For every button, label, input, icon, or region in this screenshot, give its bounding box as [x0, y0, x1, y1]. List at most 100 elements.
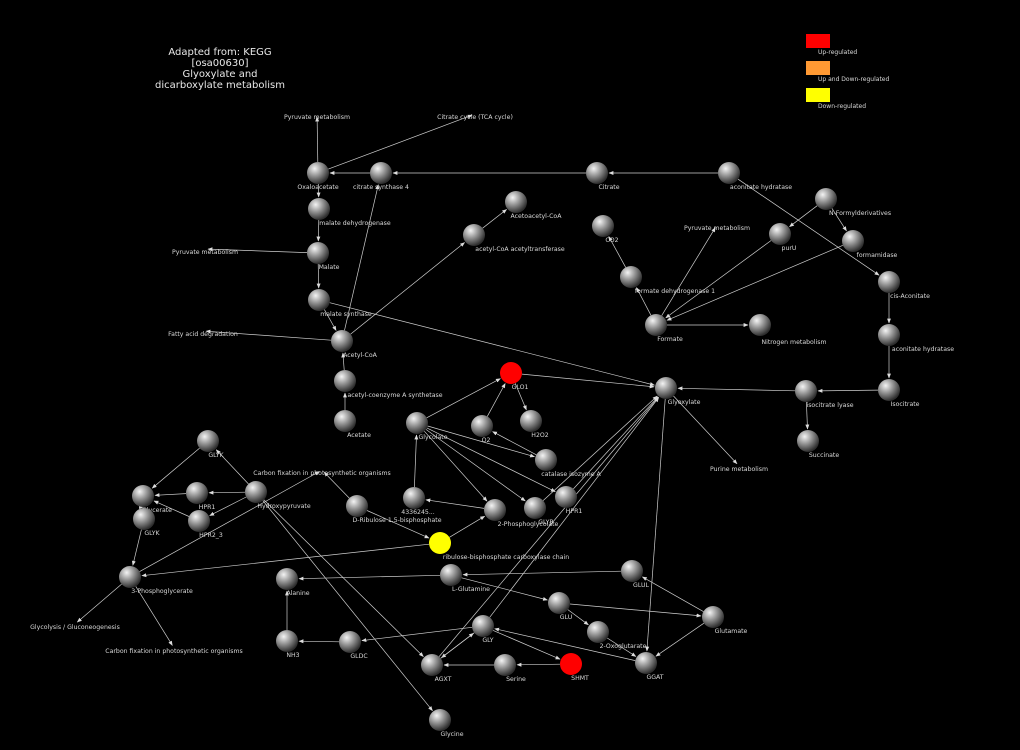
- node-sphere-malate_dehydrogenase[interactable]: [308, 198, 330, 220]
- node-sphere-glycerate[interactable]: [132, 485, 154, 507]
- node-sphere-acetyl_coa[interactable]: [331, 330, 353, 352]
- node-sphere-succinate[interactable]: [797, 430, 819, 452]
- node-sphere-glutamate[interactable]: [702, 606, 724, 628]
- node-sphere-glyk_top[interactable]: [197, 430, 219, 452]
- node-shmt[interactable]: SHMT: [560, 653, 589, 682]
- node-sphere-alanine[interactable]: [276, 568, 298, 590]
- node-three_phosphoglycerate[interactable]: 3-Phosphoglycerate: [119, 566, 193, 595]
- node-sphere-isocitrate[interactable]: [878, 379, 900, 401]
- node-glycine[interactable]: Glycine: [429, 709, 464, 738]
- node-sphere-two_phosphoglycolate[interactable]: [484, 499, 506, 521]
- pathway-label-pw_glycolysis[interactable]: Glycolysis / Gluconeogenesis: [30, 624, 120, 631]
- node-l_glutamine[interactable]: L-Glutamine: [440, 564, 490, 593]
- node-sphere-malate_synthase[interactable]: [308, 289, 330, 311]
- node-sphere-formamidase[interactable]: [842, 230, 864, 252]
- node-sphere-gly[interactable]: [472, 615, 494, 637]
- node-sphere-formate_dehydrogenase_1[interactable]: [620, 266, 642, 288]
- node-sphere-rubisco[interactable]: [429, 532, 451, 554]
- node-sphere-catalase_isozyme_a[interactable]: [535, 449, 557, 471]
- node-two_oxoglutarate[interactable]: 2-Oxoglutarate: [587, 621, 647, 650]
- node-glycerate[interactable]: Glycerate: [132, 485, 172, 514]
- node-sphere-oxaloacetate[interactable]: [307, 162, 329, 184]
- node-sphere-l_glutamine[interactable]: [440, 564, 462, 586]
- pathway-label-pw_pyruvate_left[interactable]: Pyruvate metabolism: [172, 249, 238, 256]
- node-sphere-citrate_synthase_4[interactable]: [370, 162, 392, 184]
- node-formate_dehydrogenase_1[interactable]: formate dehydrogenase 1: [620, 266, 715, 295]
- node-sphere-three_phosphoglycerate[interactable]: [119, 566, 141, 588]
- node-sphere-isocitrate_lyase[interactable]: [795, 380, 817, 402]
- node-sphere-formate[interactable]: [645, 314, 667, 336]
- node-sphere-glycine[interactable]: [429, 709, 451, 731]
- node-aconitate_hydratase_1[interactable]: aconitate hydratase: [718, 162, 792, 191]
- node-glul[interactable]: GLUL: [621, 560, 650, 589]
- node-formate[interactable]: Formate: [645, 314, 683, 343]
- node-malate_synthase[interactable]: malate synthase: [308, 289, 372, 318]
- node-hpr1_left[interactable]: HPR1: [186, 482, 215, 511]
- node-sphere-hpr2_3[interactable]: [188, 510, 210, 532]
- pathway-label-pw_fatty_acid[interactable]: Fatty acid degradation: [168, 331, 238, 338]
- node-isocitrate_lyase[interactable]: isocitrate lyase: [795, 380, 854, 409]
- node-sphere-gldc[interactable]: [339, 631, 361, 653]
- node-sphere-hydroxypyruvate[interactable]: [245, 481, 267, 503]
- pathway-label-pw_purine[interactable]: Purine metabolism: [710, 466, 768, 473]
- node-sphere-d_ribulose[interactable]: [346, 495, 368, 517]
- node-malate_dehydrogenase[interactable]: malate dehydrogenase: [308, 198, 391, 227]
- pathway-label-pw_carbon_fixation_bottom[interactable]: Carbon fixation in photosynthetic organi…: [105, 648, 242, 655]
- node-malate[interactable]: Malate: [307, 242, 340, 271]
- node-nh3[interactable]: NH3: [276, 630, 300, 659]
- node-sphere-hpr1_left[interactable]: [186, 482, 208, 504]
- node-rubisco[interactable]: ribulose-bisphosphate carboxylase chain: [429, 532, 569, 561]
- node-sphere-acetyl_coa_acetyltransferase[interactable]: [463, 224, 485, 246]
- node-glutamate[interactable]: Glutamate: [702, 606, 748, 635]
- node-glyk_top[interactable]: GLYK: [197, 430, 225, 459]
- node-sphere-nitrogen_metabolism_node[interactable]: [749, 314, 771, 336]
- node-n_formylderivatives[interactable]: N-Formylderivatives: [815, 188, 891, 217]
- node-serine[interactable]: Serine: [494, 654, 526, 683]
- node-sphere-acetoacetyl_coa[interactable]: [505, 191, 527, 213]
- node-sphere-two_oxoglutarate[interactable]: [587, 621, 609, 643]
- node-sphere-aconitate_hydratase_2[interactable]: [878, 324, 900, 346]
- node-citrate[interactable]: Citrate: [586, 162, 620, 191]
- node-sphere-acetyl_coenzyme_a_synthetase[interactable]: [334, 370, 356, 392]
- pathway-label-pw_pyruvate_right[interactable]: Pyruvate metabolism: [684, 225, 750, 232]
- node-sphere-citrate[interactable]: [586, 162, 608, 184]
- node-catalase_isozyme_a[interactable]: catalase isozyme A: [535, 449, 602, 478]
- node-isocitrate[interactable]: Isocitrate: [878, 379, 920, 408]
- node-sphere-n_formylderivatives[interactable]: [815, 188, 837, 210]
- node-glyk_left[interactable]: GLYK: [133, 508, 161, 537]
- node-sphere-shmt[interactable]: [560, 653, 582, 675]
- node-sphere-nh3[interactable]: [276, 630, 298, 652]
- pathway-label-pw_carbon_fixation_top[interactable]: Carbon fixation in photosynthetic organi…: [253, 470, 390, 477]
- node-sphere-serine[interactable]: [494, 654, 516, 676]
- node-sphere-glycolate[interactable]: [406, 412, 428, 434]
- node-alanine[interactable]: Alanine: [276, 568, 310, 597]
- node-sphere-glu[interactable]: [548, 592, 570, 614]
- node-sphere-n4336245[interactable]: [403, 487, 425, 509]
- pathway-label-pw_nitrogen[interactable]: Nitrogen metabolism: [761, 339, 826, 346]
- node-puru[interactable]: purU: [769, 223, 796, 252]
- node-n4336245[interactable]: 4336245...: [401, 487, 435, 516]
- node-sphere-hpr1_right[interactable]: [555, 486, 577, 508]
- node-co2[interactable]: CO2: [592, 215, 619, 244]
- node-h2o2[interactable]: H2O2: [520, 410, 549, 439]
- node-cis_aconitate[interactable]: cis-Aconitate: [878, 271, 930, 300]
- node-glu[interactable]: GLU: [548, 592, 572, 621]
- pathway-label-pw_pyruvate_top[interactable]: Pyruvate metabolism: [284, 114, 350, 121]
- node-two_phosphoglycolate[interactable]: 2-Phosphoglycolate: [484, 499, 559, 528]
- node-sphere-co2[interactable]: [592, 215, 614, 237]
- node-hydroxypyruvate[interactable]: Hydroxypyruvate: [245, 481, 311, 510]
- node-acetyl_coenzyme_a_synthetase[interactable]: acetyl-coenzyme A synthetase: [334, 370, 443, 399]
- node-d_ribulose[interactable]: D-Ribulose 1,5-bisphosphate: [346, 495, 442, 524]
- node-sphere-glyoxylate[interactable]: [655, 377, 677, 399]
- node-sphere-aconitate_hydratase_1[interactable]: [718, 162, 740, 184]
- node-hpr1_right[interactable]: HPR1: [555, 486, 582, 515]
- node-sphere-h2o2[interactable]: [520, 410, 542, 432]
- node-hpr2_3[interactable]: HPR2_3: [188, 510, 223, 539]
- node-gldc[interactable]: GLDC: [339, 631, 368, 660]
- node-sphere-ggat[interactable]: [635, 652, 657, 674]
- node-glycolate[interactable]: Glycolate: [406, 412, 448, 441]
- node-acetoacetyl_coa[interactable]: Acetoacetyl-CoA: [505, 191, 562, 220]
- node-succinate[interactable]: Succinate: [797, 430, 839, 459]
- node-glyr[interactable]: GLYR: [524, 497, 554, 526]
- node-sphere-acetate[interactable]: [334, 410, 356, 432]
